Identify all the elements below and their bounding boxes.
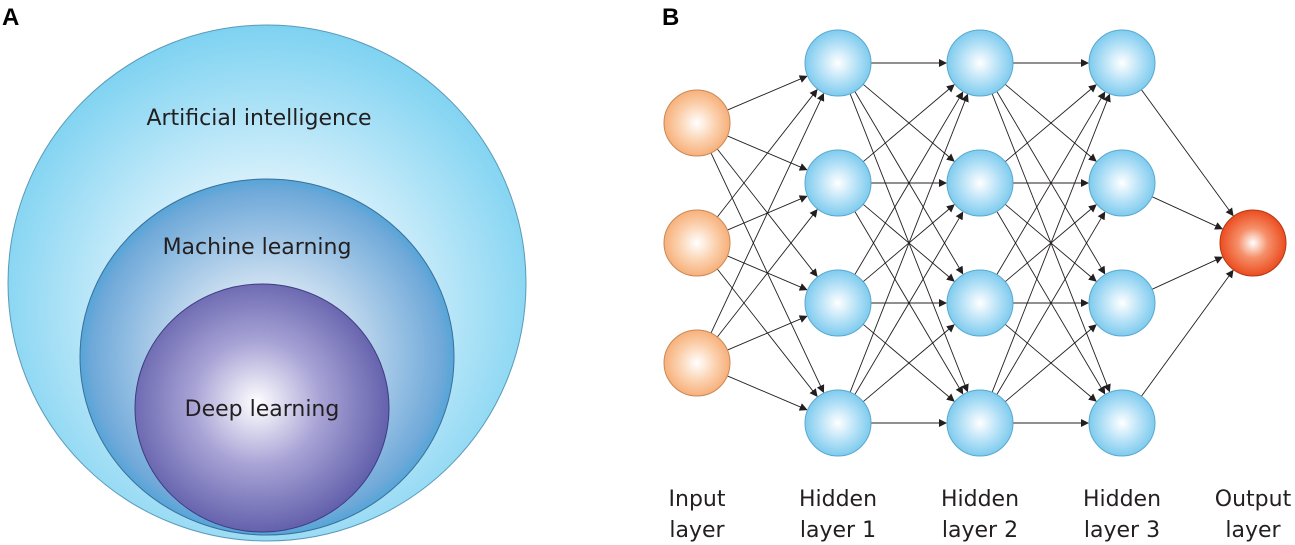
connection-input-3-to-hidden1-1 — [710, 92, 825, 334]
input-node-3 — [663, 329, 731, 397]
connection-hidden1-4-to-hidden2-3 — [862, 324, 955, 403]
connection-hidden2-1-to-hidden3-2 — [1004, 83, 1097, 162]
hidden2-node-2 — [946, 149, 1014, 217]
connection-hidden3-1-to-output-1 — [1141, 89, 1234, 217]
connection-input-2-to-hidden1-1 — [716, 89, 818, 218]
hidden3-node-4 — [1088, 389, 1156, 457]
hidden1-label-line-2: layer 1 — [800, 518, 876, 543]
input-label-line-2: layer — [669, 518, 725, 543]
connection-hidden1-2-to-hidden2-3 — [862, 203, 955, 282]
network-connections — [710, 59, 1234, 427]
connection-hidden3-3-to-output-1 — [1151, 256, 1224, 290]
hidden3-node-2 — [1088, 149, 1156, 217]
connection-hidden1-1-to-hidden2-2 — [862, 83, 955, 162]
hidden2-node-4 — [946, 389, 1014, 457]
connection-hidden1-4-to-hidden2-1 — [849, 93, 969, 393]
input-label-line-1: Input — [669, 487, 726, 512]
output-label-line-1: Output — [1215, 487, 1292, 512]
connection-hidden2-4-to-hidden3-2 — [996, 211, 1106, 395]
hidden1-node-1 — [804, 29, 872, 97]
hidden1-node-4 — [804, 389, 872, 457]
hidden2-node-3 — [946, 269, 1014, 337]
connection-hidden2-4-to-hidden3-3 — [1004, 324, 1097, 403]
artificial-intelligence-label: Artificial intelligence — [146, 106, 371, 131]
panel-b: B Input layer Hidden layer 1 Hidden layer 2 Hi… — [662, 4, 1292, 543]
hidden2-label-line-2: layer 2 — [942, 518, 1018, 543]
connection-input-1-to-hidden1-1 — [727, 75, 808, 111]
connection-hidden1-3-to-hidden2-4 — [862, 323, 955, 402]
connection-hidden2-3-to-hidden3-1 — [996, 91, 1106, 275]
network-nodes — [663, 29, 1287, 457]
deep-learning-circle — [134, 283, 390, 533]
hidden3-label-line-2: layer 3 — [1084, 518, 1160, 543]
hidden1-node-2 — [804, 149, 872, 217]
connection-input-2-to-hidden1-4 — [716, 268, 818, 397]
connection-hidden3-2-to-output-1 — [1151, 196, 1224, 230]
hidden2-label-line-1: Hidden — [941, 487, 1019, 512]
panel-a-letter: A — [2, 4, 19, 31]
panel-b-letter: B — [662, 4, 679, 31]
connection-hidden2-4-to-hidden3-1 — [991, 93, 1111, 393]
connection-input-3-to-hidden1-3 — [727, 315, 808, 351]
connection-input-3-to-hidden1-4 — [727, 375, 808, 411]
connection-hidden1-2-to-hidden2-1 — [862, 84, 955, 163]
connection-input-3-to-hidden1-2 — [716, 209, 818, 338]
deep-learning-label: Deep learning — [185, 397, 340, 422]
connection-input-1-to-hidden1-3 — [716, 148, 818, 277]
connection-hidden1-3-to-hidden2-1 — [854, 91, 964, 275]
layer-labels: Input layer Hidden layer 1 Hidden layer 2 Hidd… — [669, 487, 1292, 543]
hidden3-label-line-1: Hidden — [1083, 487, 1161, 512]
panel-a: A Artificial intelligence Machine learni… — [2, 4, 527, 542]
output-node-1 — [1219, 209, 1287, 277]
hidden3-node-1 — [1088, 29, 1156, 97]
hidden3-node-3 — [1088, 269, 1156, 337]
connection-hidden1-4-to-hidden2-2 — [854, 211, 964, 395]
connection-hidden2-2-to-hidden3-3 — [1004, 203, 1097, 282]
hidden1-node-3 — [804, 269, 872, 337]
hidden1-label-line-1: Hidden — [799, 487, 877, 512]
connection-hidden2-2-to-hidden3-1 — [1004, 84, 1097, 163]
connection-hidden3-4-to-output-1 — [1141, 269, 1234, 397]
output-label-line-2: layer — [1225, 518, 1281, 543]
connection-hidden2-3-to-hidden3-4 — [1004, 323, 1097, 402]
hidden2-node-1 — [946, 29, 1014, 97]
input-node-1 — [663, 89, 731, 157]
input-node-2 — [663, 209, 731, 277]
machine-learning-label: Machine learning — [163, 235, 352, 260]
